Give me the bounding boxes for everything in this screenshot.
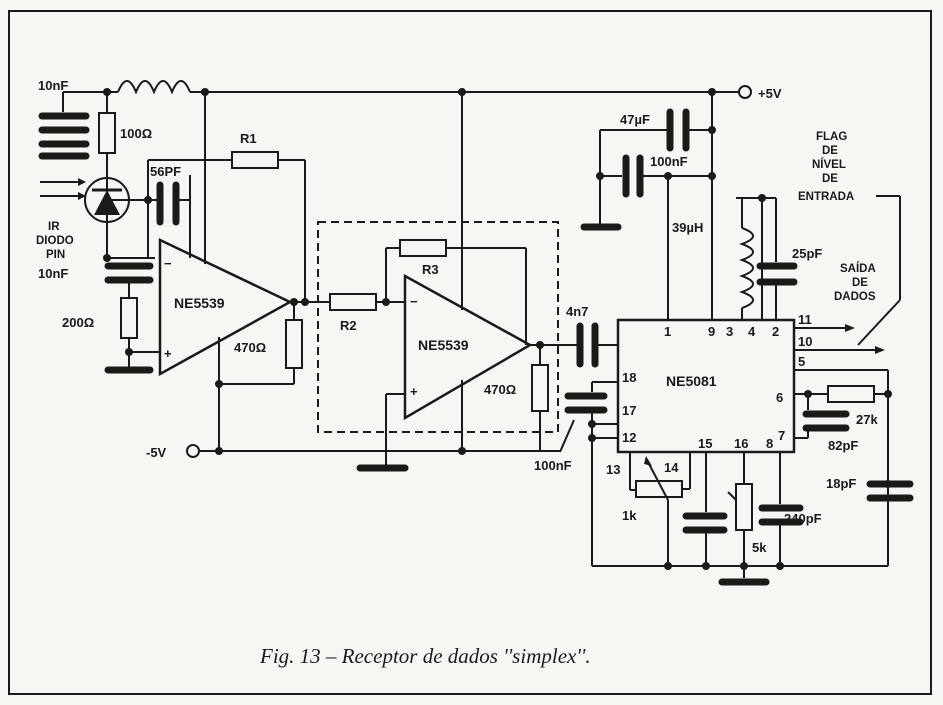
opamp2-plus-pin: + bbox=[410, 384, 418, 399]
svg-text:13: 13 bbox=[606, 462, 620, 477]
label-c-100n-bot: 100nF bbox=[534, 458, 572, 473]
capacitor-82pf bbox=[794, 394, 850, 439]
label-r-470a: 470Ω bbox=[234, 340, 266, 355]
label-r3: R3 bbox=[422, 262, 439, 277]
svg-text:1: 1 bbox=[664, 324, 671, 339]
label-r-1k: 1k bbox=[622, 508, 637, 523]
svg-text:2: 2 bbox=[772, 324, 779, 339]
label-c-82p: 82pF bbox=[828, 438, 858, 453]
resistor-470-ohm-2 bbox=[531, 345, 549, 451]
label-supply-pos: +5V bbox=[758, 86, 782, 101]
svg-text:18: 18 bbox=[622, 370, 636, 385]
capacitor-100nf-top bbox=[580, 154, 712, 231]
label-out-1: SAÍDA bbox=[840, 262, 876, 275]
label-flag-3: NÍVEL bbox=[812, 158, 846, 171]
label-r-100: 100Ω bbox=[120, 126, 152, 141]
svg-text:6: 6 bbox=[776, 390, 783, 405]
figure-border bbox=[8, 10, 932, 695]
capacitor-10nf-input bbox=[38, 91, 107, 160]
label-r-5k: 5k bbox=[752, 540, 767, 555]
negative-supply-terminal bbox=[186, 444, 200, 458]
output-lines bbox=[794, 195, 901, 566]
svg-text:3: 3 bbox=[726, 324, 733, 339]
opamp1-minus-pin: − bbox=[164, 256, 172, 271]
capacitor-pin15 bbox=[682, 452, 728, 566]
junction-dots bbox=[103, 88, 892, 570]
capacitor-4n7 bbox=[576, 322, 618, 368]
svg-text:14: 14 bbox=[664, 460, 679, 475]
opamp1-plus-pin: + bbox=[164, 346, 172, 361]
stage2-dashed-box bbox=[317, 221, 559, 433]
svg-text:4: 4 bbox=[748, 324, 756, 339]
label-flag-2: DE bbox=[822, 145, 838, 157]
label-ir-line3: PIN bbox=[46, 249, 65, 261]
label-ir-line1: IR bbox=[48, 221, 60, 233]
label-out-3: DADOS bbox=[834, 291, 876, 303]
resistor-100-ohm bbox=[98, 92, 116, 172]
svg-text:8: 8 bbox=[766, 436, 773, 451]
capacitor-240pf bbox=[758, 452, 804, 566]
label-c-47u: 47µF bbox=[620, 112, 650, 127]
opamp2-minus-pin: − bbox=[410, 294, 418, 309]
svg-text:10: 10 bbox=[798, 334, 812, 349]
svg-text:11: 11 bbox=[798, 312, 812, 327]
ic-pin-labels: 1 9 3 4 2 11 10 5 18 17 12 6 7 15 16 8 1… bbox=[606, 312, 812, 477]
opamp-2 bbox=[356, 92, 578, 472]
label-c-100n-top: 100nF bbox=[650, 154, 688, 169]
svg-text:9: 9 bbox=[708, 324, 715, 339]
label-opamp1: NE5539 bbox=[174, 295, 225, 311]
svg-text:17: 17 bbox=[622, 403, 636, 418]
label-flag-1: FLAG bbox=[816, 131, 847, 143]
svg-text:15: 15 bbox=[698, 436, 712, 451]
label-ic: NE5081 bbox=[666, 373, 717, 389]
resistor-r1 bbox=[147, 151, 306, 300]
label-c-25p: 25pF bbox=[792, 246, 822, 261]
decoupling-rail bbox=[667, 92, 713, 320]
svg-text:7: 7 bbox=[778, 428, 785, 443]
label-supply-neg: -5V bbox=[146, 445, 167, 460]
label-out-2: DE bbox=[852, 277, 868, 289]
label-flag-4: DE bbox=[822, 173, 838, 185]
label-r-200: 200Ω bbox=[62, 315, 94, 330]
figure-caption: Fig. 13 – Receptor de dados ''simplex''. bbox=[259, 644, 591, 668]
resistor-470-ohm-1 bbox=[219, 302, 303, 385]
positive-supply-terminal bbox=[738, 85, 752, 99]
label-c-4n7: 4n7 bbox=[566, 304, 588, 319]
label-r2: R2 bbox=[340, 318, 357, 333]
resistor-200-ohm bbox=[104, 297, 160, 374]
svg-text:12: 12 bbox=[622, 430, 636, 445]
label-r-470b: 470Ω bbox=[484, 382, 516, 397]
resistor-r3 bbox=[385, 239, 527, 345]
label-r1: R1 bbox=[240, 131, 257, 146]
label-r-27k: 27k bbox=[856, 412, 878, 427]
label-c-18p: 18pF bbox=[826, 476, 856, 491]
inductor-tank bbox=[736, 197, 798, 320]
resistor-r2 bbox=[329, 293, 405, 311]
potentiometer-1k bbox=[629, 452, 691, 566]
capacitor-10nf-bias bbox=[104, 257, 155, 298]
label-opamp2: NE5539 bbox=[418, 337, 469, 353]
label-c-56: 56PF bbox=[150, 164, 181, 179]
svg-text:16: 16 bbox=[734, 436, 748, 451]
label-flag-5: ENTRADA bbox=[798, 191, 854, 203]
capacitor-56pf bbox=[107, 175, 191, 258]
label-c-input: 10nF bbox=[38, 78, 68, 93]
svg-text:5: 5 bbox=[798, 354, 805, 369]
label-l-39u: 39µH bbox=[672, 220, 703, 235]
label-c-10b: 10nF bbox=[38, 266, 68, 281]
label-ir-line2: DIODO bbox=[36, 235, 74, 247]
label-c-240p: 240pF bbox=[784, 511, 822, 526]
